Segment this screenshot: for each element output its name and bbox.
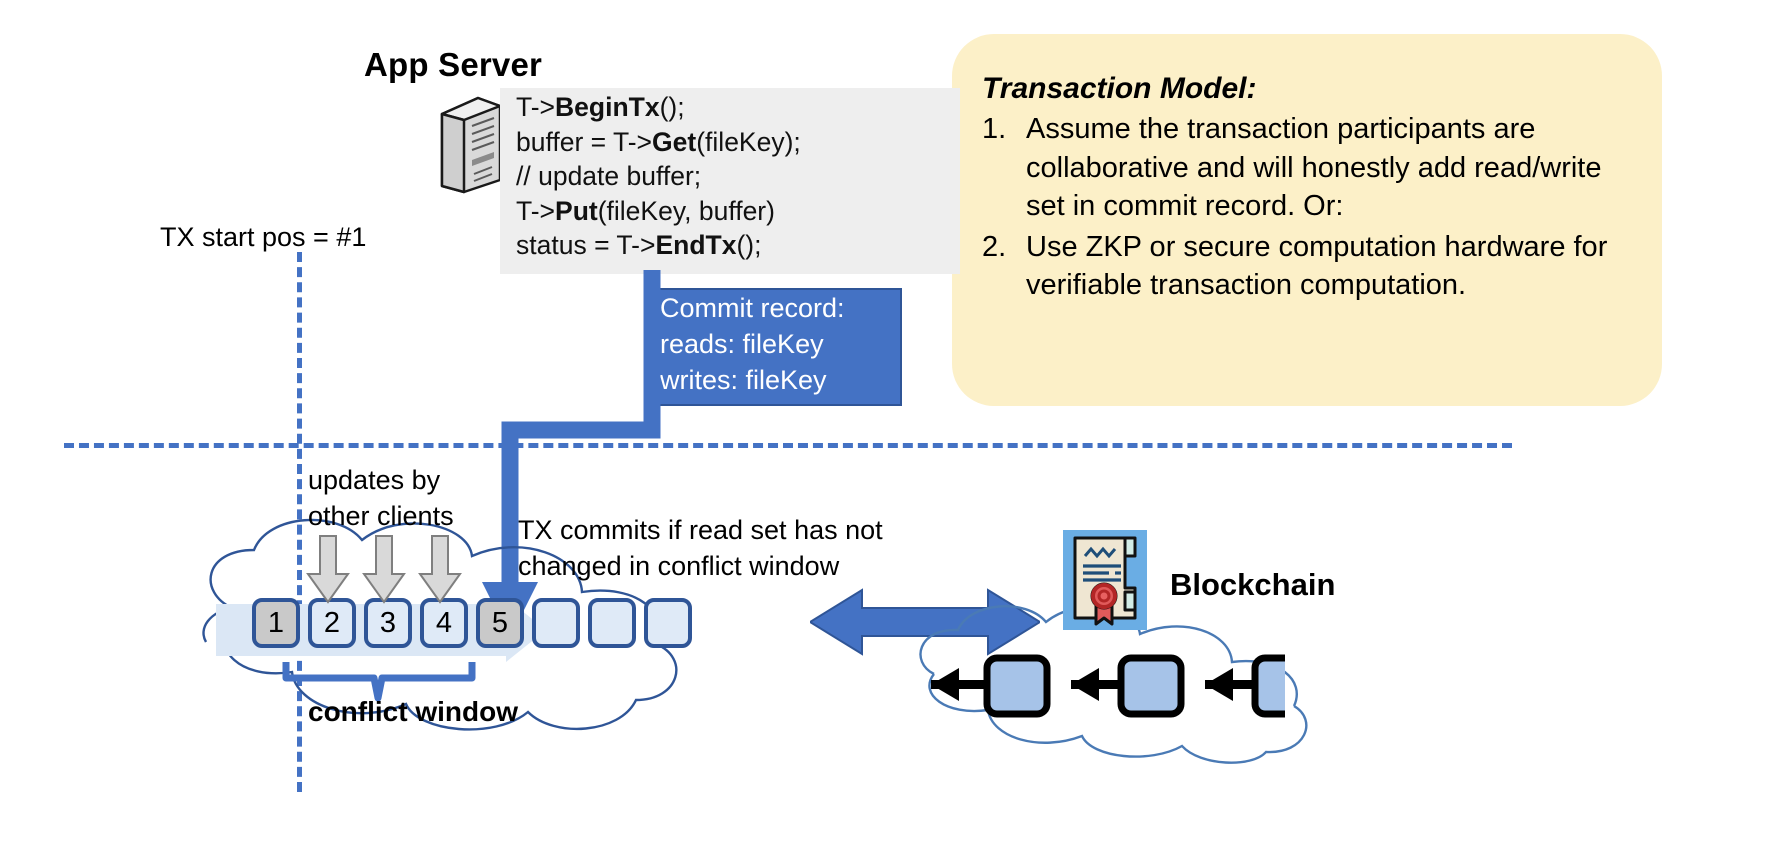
blockchain-label: Blockchain — [1170, 567, 1336, 602]
list-item: 2. Use ZKP or secure computation hardwar… — [982, 228, 1642, 305]
app-server-title: App Server — [364, 46, 543, 83]
code-line: T->BeginTx(); — [516, 92, 685, 122]
ledger-block[interactable] — [532, 598, 580, 648]
ledger-block[interactable]: 5 — [476, 598, 524, 648]
update-arrows-group — [300, 534, 560, 611]
code-line: buffer = T->Get(fileKey); — [516, 126, 801, 157]
commit-record-writes: writes: fileKey — [660, 365, 827, 395]
certificate-icon — [1063, 530, 1147, 635]
conflict-window-label: conflict window — [308, 696, 518, 727]
commit-record-reads: reads: fileKey — [660, 329, 824, 359]
list-item-number: 2. — [982, 230, 1007, 263]
ledger-block[interactable]: 2 — [308, 598, 356, 648]
transaction-model-title: Transaction Model: — [982, 72, 1257, 105]
ledger-block[interactable]: 1 — [252, 598, 300, 648]
client-ledger-divider — [64, 443, 1512, 448]
updates-label-line-2: other clients — [308, 501, 454, 531]
updates-by-other-clients-label: updates by other clients — [308, 462, 454, 534]
tx-start-dashed-line — [297, 252, 302, 792]
transaction-model-content: Transaction Model: 1. Assume the transac… — [982, 72, 1642, 307]
commit-record-text: Commit record: reads: fileKey writes: fi… — [660, 290, 910, 398]
ledger-block[interactable]: 4 — [420, 598, 468, 648]
list-item-number: 1. — [982, 113, 1007, 145]
code-snippet-box — [500, 88, 960, 274]
ledger-block[interactable] — [644, 598, 692, 648]
code-line: status = T->EndTx(); — [516, 230, 762, 260]
list-item-text: Use ZKP or secure computation hardware f… — [1026, 230, 1608, 302]
code-line: T->Put(fileKey, buffer) — [516, 195, 775, 226]
tx-commits-condition-label: TX commits if read set has not changed i… — [518, 512, 883, 584]
ledger-block[interactable] — [588, 598, 636, 648]
commit-record-box — [646, 288, 902, 406]
updates-label-line-1: updates by — [308, 465, 441, 495]
list-item: 1. Assume the transaction participants a… — [982, 110, 1642, 226]
tx-start-pos-label: TX start pos = #1 — [160, 222, 367, 252]
ledger-block-row: 1 2 3 4 5 — [252, 598, 692, 648]
tx-commits-line-2: changed in conflict window — [518, 551, 840, 581]
code-snippet-text: T->BeginTx(); buffer = T->Get(fileKey); … — [516, 90, 966, 263]
code-line: // update buffer; — [516, 161, 702, 191]
tx-commits-line-1: TX commits if read set has not — [518, 515, 883, 545]
list-item-text: Assume the transaction participants are … — [1026, 113, 1602, 222]
commit-record-title: Commit record: — [660, 293, 845, 323]
conflict-window-brace — [282, 658, 482, 711]
transaction-model-callout — [952, 34, 1662, 406]
ledger-block[interactable]: 3 — [364, 598, 412, 648]
server-tower-icon — [438, 94, 504, 201]
transaction-model-list: 1. Assume the transaction participants a… — [982, 110, 1642, 305]
chain-blocks-group — [915, 640, 1319, 735]
